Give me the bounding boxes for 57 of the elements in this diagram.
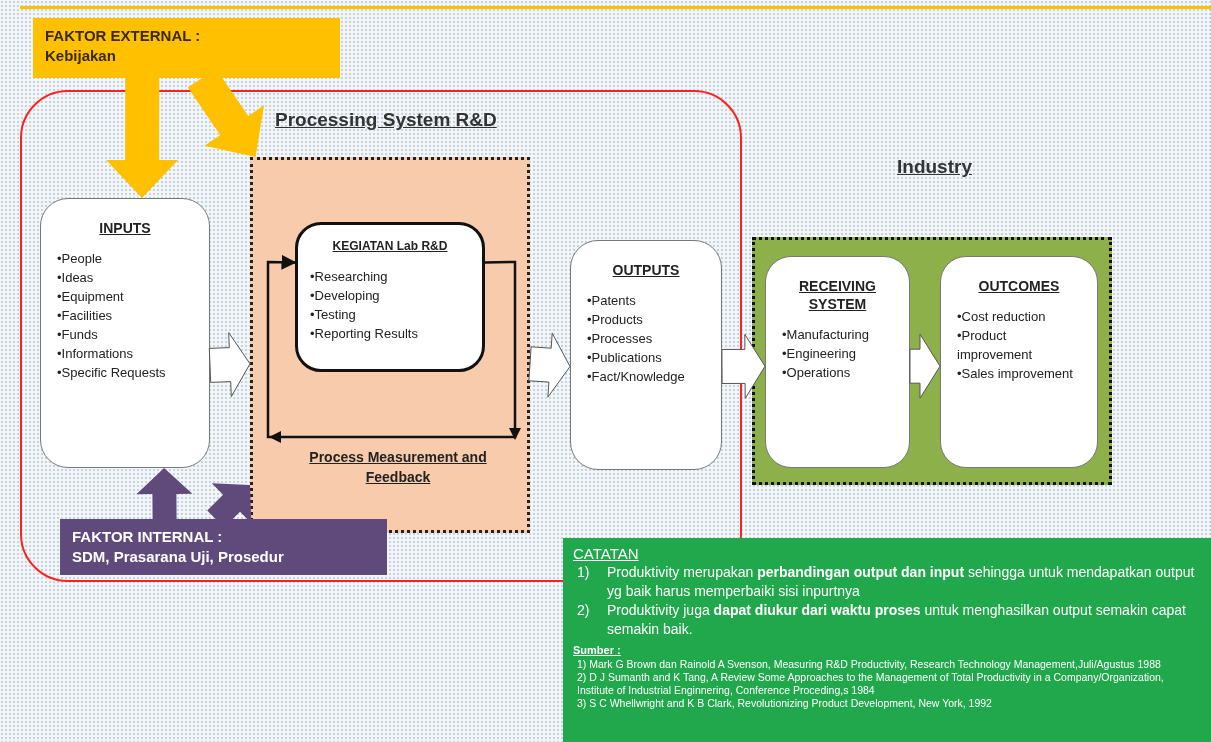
factor-text: Kebijakan xyxy=(45,46,117,66)
block-arrow xyxy=(136,468,193,520)
bullet-item: •Processes xyxy=(587,330,654,348)
bullet-item: •Cost reduction xyxy=(957,308,1047,326)
inputs-box xyxy=(40,198,210,468)
outcomes-box xyxy=(940,256,1098,468)
factor-text: FAKTOR EXTERNAL : xyxy=(45,26,202,46)
bullet-item: •Publications xyxy=(587,349,663,367)
block-arrow xyxy=(721,333,766,399)
outputs-box xyxy=(570,240,722,470)
bullet-item: •Product improvement xyxy=(957,327,1034,364)
note-text: Produktivity juga dapat diukur dari waktu proses untuk menghasilkan output semakin capat semakin baik. xyxy=(607,601,1187,639)
bullet-item: •Facilities xyxy=(57,307,114,325)
item-number: 2) xyxy=(576,601,591,620)
bullet-item: •Developing xyxy=(310,287,381,305)
internal-factor-box xyxy=(60,519,387,575)
source-reference: 3) S C Whellwright and K B Clark, Revolutionizing Product Development, New York, 1992 xyxy=(576,697,993,710)
bullet-item: •Sales improvement xyxy=(957,365,1074,383)
box-heading: RECEIVING SYSTEM xyxy=(798,277,877,313)
lab-region xyxy=(250,157,530,533)
notes-panel xyxy=(563,538,1211,742)
bullet-item: •Researching xyxy=(310,268,389,286)
block-arrow xyxy=(909,333,941,399)
source-reference: 2) D J Sumanth and K Tang, A Review Some Approaches to the Management of Total Productivity in a Company/Organization, Institute of Industrial Enginnering, Conference Proceding,s 1984 xyxy=(576,671,1165,697)
region-title: Processing System R&D xyxy=(275,108,497,132)
box-heading: KEGIATAN Lab R&D xyxy=(331,238,449,255)
receiving-system-box xyxy=(765,256,910,468)
source-reference: 1) Mark G Brown dan Rainold A Svenson, Measuring R&D Productivity, Research Technology Management,Juli/Agustus 1988 xyxy=(576,658,1162,671)
bullet-item: •Funds xyxy=(57,326,99,344)
factor-text: SDM, Prasarana Uji, Prosedur xyxy=(72,547,285,567)
feedback-label: Process Measurement and Feedback xyxy=(308,448,488,487)
bullet-item: •Ideas xyxy=(57,269,95,287)
factor-text: FAKTOR INTERNAL : xyxy=(72,527,224,547)
block-arrow xyxy=(106,78,179,198)
bullet-item: •People xyxy=(57,250,104,268)
box-heading: OUTCOMES xyxy=(977,277,1061,295)
external-factor-box xyxy=(33,18,340,78)
bullet-item: •Patents xyxy=(587,292,637,310)
sources-heading: Sumber : xyxy=(573,643,622,658)
bullet-item: •Testing xyxy=(310,306,357,324)
bullet-item: •Reporting Results xyxy=(310,325,419,343)
region-title: Industry xyxy=(897,155,972,179)
bullet-item: •Fact/Knowledge xyxy=(587,368,686,386)
bullet-item: •Specific Requests xyxy=(57,364,167,382)
item-number: 1) xyxy=(576,563,591,582)
bullet-item: •Manufacturing xyxy=(782,326,870,344)
box-heading: INPUTS xyxy=(98,219,152,237)
bullet-item: •Operations xyxy=(782,364,852,382)
bullet-item: •Informations xyxy=(57,345,135,363)
activity-box xyxy=(295,222,485,372)
box-heading: OUTPUTS xyxy=(611,261,681,279)
bullet-item: •Equipment xyxy=(57,288,125,306)
notes-heading: CATATAN xyxy=(573,544,640,563)
block-arrow xyxy=(528,332,571,398)
bullet-item: •Products xyxy=(587,311,644,329)
block-arrow xyxy=(208,332,251,398)
bullet-item: •Engineering xyxy=(782,345,857,363)
